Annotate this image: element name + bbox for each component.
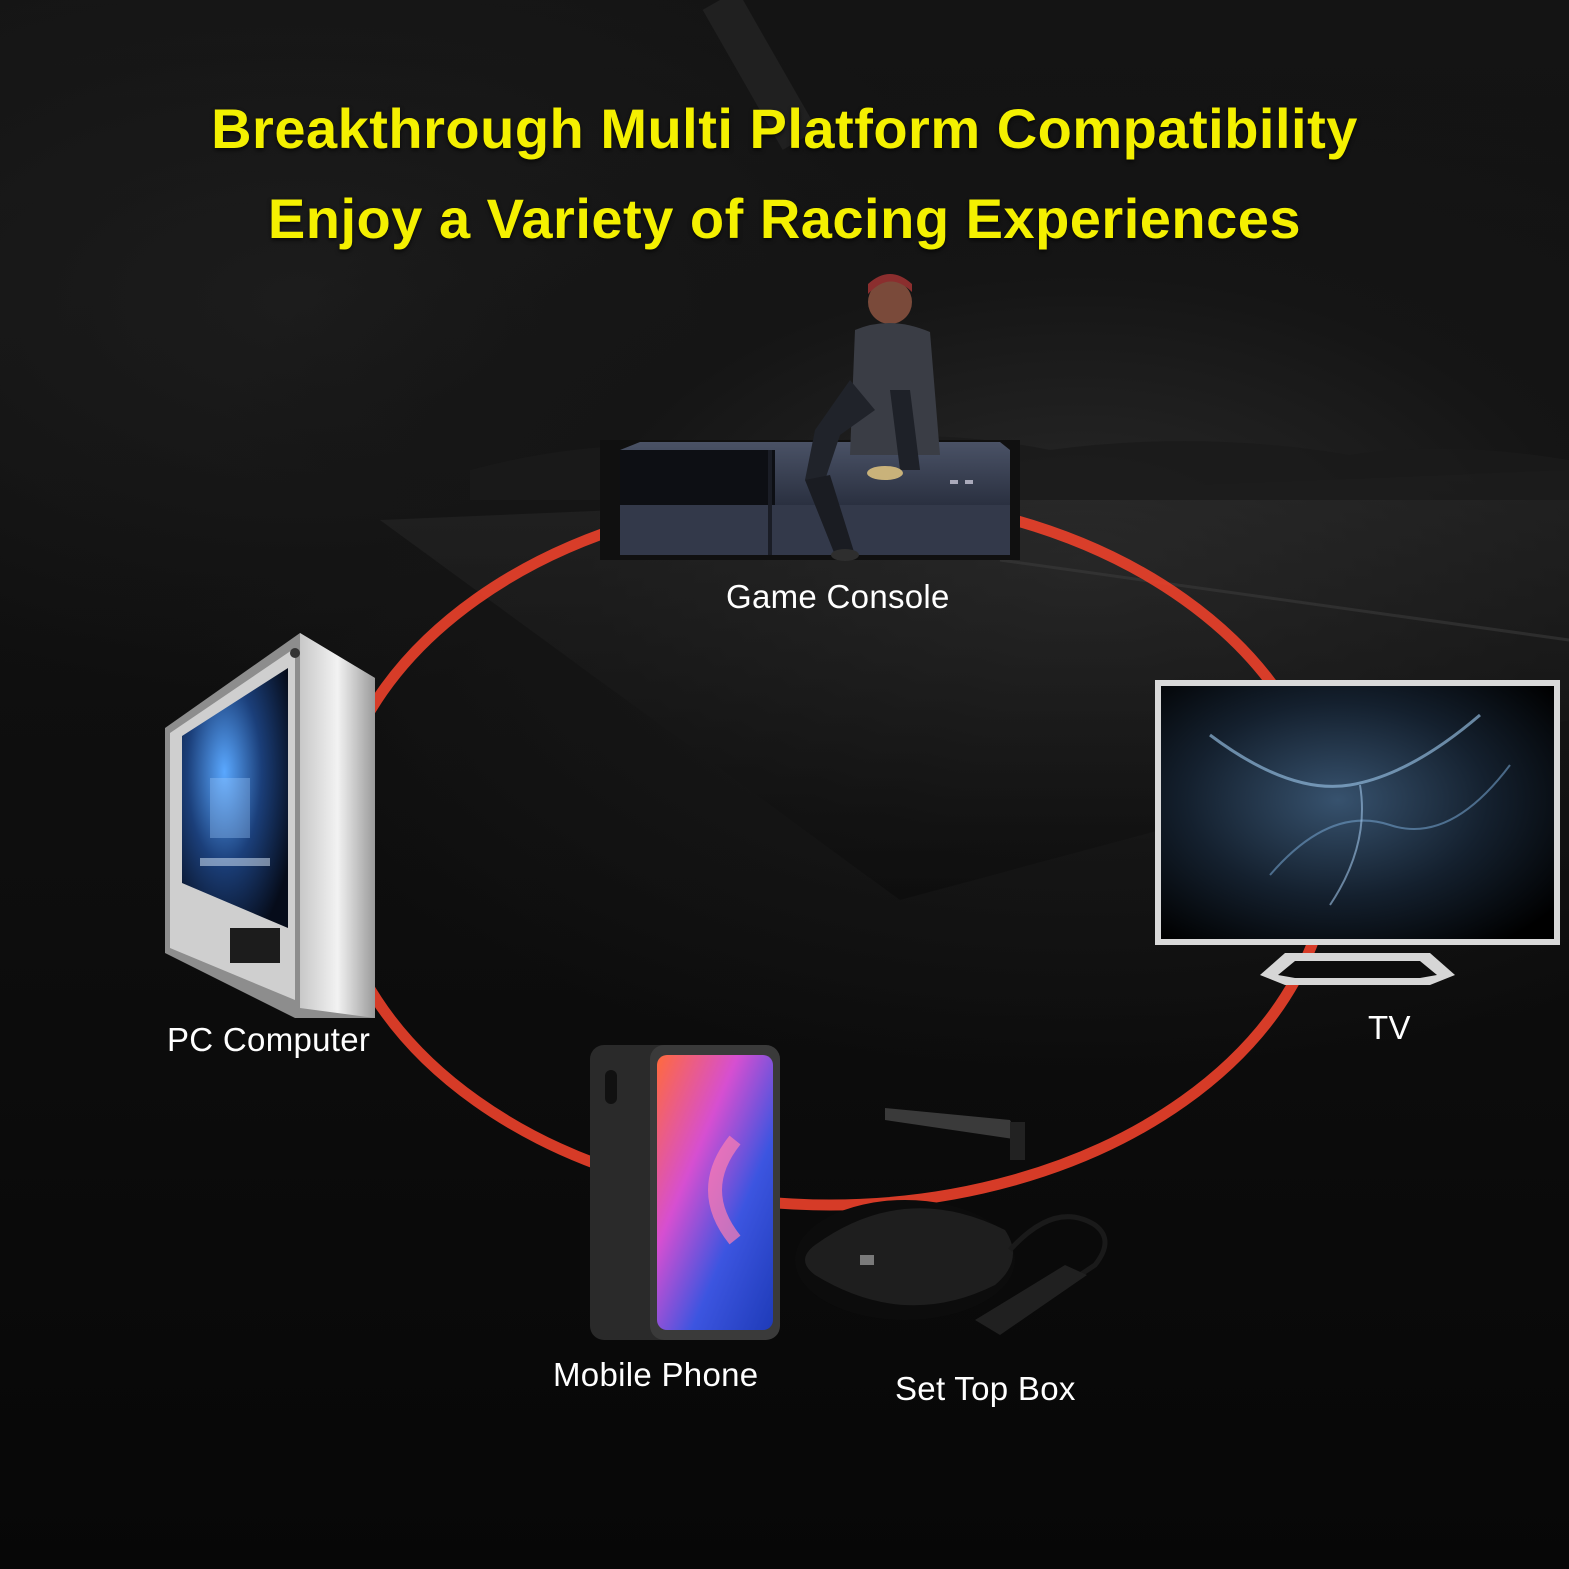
tv-icon xyxy=(1155,680,1560,985)
pc-computer-label: PC Computer xyxy=(167,1021,371,1058)
set-top-box-label: Set Top Box xyxy=(895,1370,1076,1407)
mobile-phone-label: Mobile Phone xyxy=(553,1356,759,1393)
smartphone-icon xyxy=(590,1045,780,1340)
set-top-box-icon xyxy=(795,1108,1108,1335)
pc-tower-icon xyxy=(165,633,375,1018)
headline-line-2: Enjoy a Variety of Racing Experiences xyxy=(267,187,1302,250)
game-console-icon xyxy=(600,274,1020,561)
headline-line-1: Breakthrough Multi Platform Compatibilit… xyxy=(211,97,1358,160)
tv-label: TV xyxy=(1368,1009,1411,1046)
game-console-label: Game Console xyxy=(726,578,950,615)
